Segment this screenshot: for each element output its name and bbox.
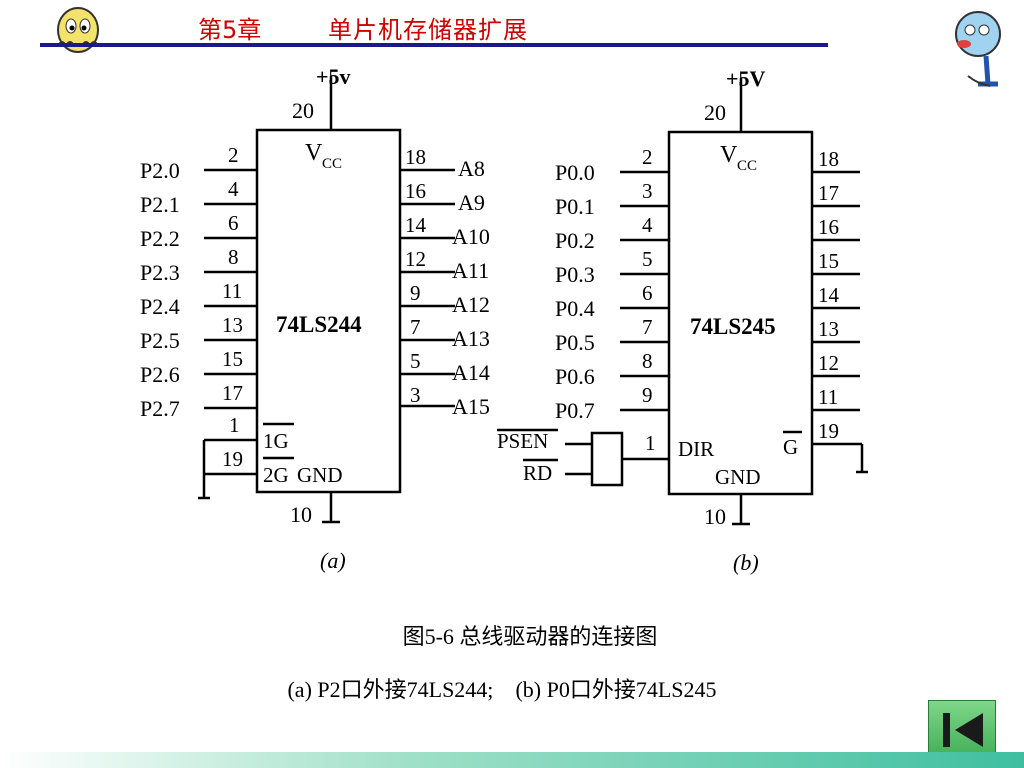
pin-number-a: 8 bbox=[228, 245, 239, 269]
gnd-label-b: GND bbox=[715, 465, 761, 489]
port-label-a: P2.6 bbox=[140, 362, 180, 387]
addr-label-a: A14 bbox=[452, 360, 490, 385]
power-label-a: +5v bbox=[316, 64, 351, 89]
port-label-b: P0.3 bbox=[555, 262, 595, 287]
port-label-b: P0.2 bbox=[555, 228, 595, 253]
addr-label-a: A8 bbox=[458, 156, 485, 181]
addr-label-a: A12 bbox=[452, 292, 490, 317]
pin-number-b: 13 bbox=[818, 317, 839, 341]
figure-subcaption: (a) P2口外接74LS244; (b) P0口外接74LS245 bbox=[0, 672, 1004, 704]
page-title: 单片机存储器扩展 bbox=[328, 16, 528, 44]
port-label-b: P0.5 bbox=[555, 330, 595, 355]
dir-label-b: DIR bbox=[678, 437, 714, 461]
dir-pin-b: 1 bbox=[645, 431, 656, 455]
pin-number-a: 11 bbox=[222, 279, 242, 303]
pin-number-a: 5 bbox=[410, 349, 421, 373]
pin-number-b: 7 bbox=[642, 315, 653, 339]
pin-number-a: 9 bbox=[410, 281, 421, 305]
port-label-a: P2.0 bbox=[140, 158, 180, 183]
chip-name-b: 74LS245 bbox=[690, 314, 776, 339]
addr-label-a: A13 bbox=[452, 326, 490, 351]
pin-number-b: 6 bbox=[642, 281, 653, 305]
pin-number-b: 12 bbox=[818, 351, 839, 375]
skip-back-icon bbox=[943, 713, 983, 747]
enable-label-a: 1G bbox=[263, 429, 289, 453]
port-label-a: P2.2 bbox=[140, 226, 180, 251]
figure-caption: 图5-6 总线驱动器的连接图 bbox=[402, 624, 658, 649]
gnd-label-a: GND bbox=[297, 463, 343, 487]
pin-number-b: 9 bbox=[642, 383, 653, 407]
addr-label-a: A11 bbox=[452, 258, 489, 283]
pin-number-b: 5 bbox=[642, 247, 653, 271]
pin-number-b: 8 bbox=[642, 349, 653, 373]
pin-number-b: 14 bbox=[818, 283, 840, 307]
pin-number-b: 11 bbox=[818, 385, 838, 409]
power-label-b: +5V bbox=[726, 66, 766, 91]
port-label-a: P2.5 bbox=[140, 328, 180, 353]
cartoon-figure-icon bbox=[948, 6, 1012, 103]
g-label-b: G bbox=[783, 435, 798, 459]
pin-number-b: 19 bbox=[818, 419, 839, 443]
pin-number-b: 18 bbox=[818, 147, 839, 171]
enable-label-a: 2G bbox=[263, 463, 289, 487]
vcc-label-a: V bbox=[305, 140, 323, 166]
pin-number-a: 2 bbox=[228, 143, 239, 167]
figure-label-b: (b) bbox=[733, 550, 759, 575]
port-label-a: P2.4 bbox=[140, 294, 180, 319]
port-label-a: P2.3 bbox=[140, 260, 180, 285]
subcaption-a: (a) P2口外接74LS244; bbox=[287, 677, 494, 702]
pin-number-a: 15 bbox=[222, 347, 243, 371]
nav-back-button[interactable] bbox=[928, 700, 996, 760]
psen-label: PSEN bbox=[497, 429, 548, 453]
pin-number-a: 13 bbox=[222, 313, 243, 337]
and-gate bbox=[590, 431, 624, 487]
chapter-label: 第5章 bbox=[198, 16, 262, 44]
gnd-pin-b: 10 bbox=[704, 504, 726, 529]
addr-label-a: A10 bbox=[452, 224, 490, 249]
pin-number-b: 16 bbox=[818, 215, 839, 239]
chip-74ls244-body bbox=[255, 128, 402, 494]
vcc-label-b: V bbox=[720, 142, 738, 168]
pin-number-b: 4 bbox=[642, 213, 653, 237]
pin-number-b: 3 bbox=[642, 179, 653, 203]
port-label-b: P0.0 bbox=[555, 160, 595, 185]
port-label-b: P0.6 bbox=[555, 364, 595, 389]
addr-label-a: A15 bbox=[452, 394, 490, 419]
vcc-sub-b: CC bbox=[737, 158, 757, 174]
pin-number-a: 16 bbox=[405, 179, 426, 203]
pin-number-a: 4 bbox=[228, 177, 239, 201]
rd-label: RD bbox=[523, 461, 552, 485]
pin-number-b: 17 bbox=[818, 181, 839, 205]
vcc-pin-b: 20 bbox=[704, 100, 726, 125]
port-label-b: P0.1 bbox=[555, 194, 595, 219]
header-divider bbox=[40, 43, 828, 47]
vcc-pin-a: 20 bbox=[292, 98, 314, 123]
pin-number-a: 1 bbox=[229, 413, 240, 437]
pin-number-a: 17 bbox=[222, 381, 243, 405]
pin-number-a: 7 bbox=[410, 315, 421, 339]
pin-number-a: 18 bbox=[405, 145, 426, 169]
vcc-sub-a: CC bbox=[322, 156, 342, 172]
figure-label-a: (a) bbox=[320, 548, 346, 573]
chip-name-a: 74LS244 bbox=[276, 312, 362, 337]
addr-label-a: A9 bbox=[458, 190, 485, 215]
gnd-pin-a: 10 bbox=[290, 502, 312, 527]
pin-number-a: 14 bbox=[405, 213, 427, 237]
port-label-a: P2.7 bbox=[140, 396, 180, 421]
subcaption-b: (b) P0口外接74LS245 bbox=[515, 677, 717, 702]
footer-bar bbox=[0, 752, 1024, 768]
pin-number-b: 15 bbox=[818, 249, 839, 273]
port-label-a: P2.1 bbox=[140, 192, 180, 217]
pin-number-a: 19 bbox=[222, 447, 243, 471]
pin-number-a: 6 bbox=[228, 211, 239, 235]
pin-number-b: 2 bbox=[642, 145, 653, 169]
port-label-b: P0.7 bbox=[555, 398, 595, 423]
pin-number-a: 12 bbox=[405, 247, 426, 271]
pin-number-a: 3 bbox=[410, 383, 421, 407]
port-label-b: P0.4 bbox=[555, 296, 595, 321]
